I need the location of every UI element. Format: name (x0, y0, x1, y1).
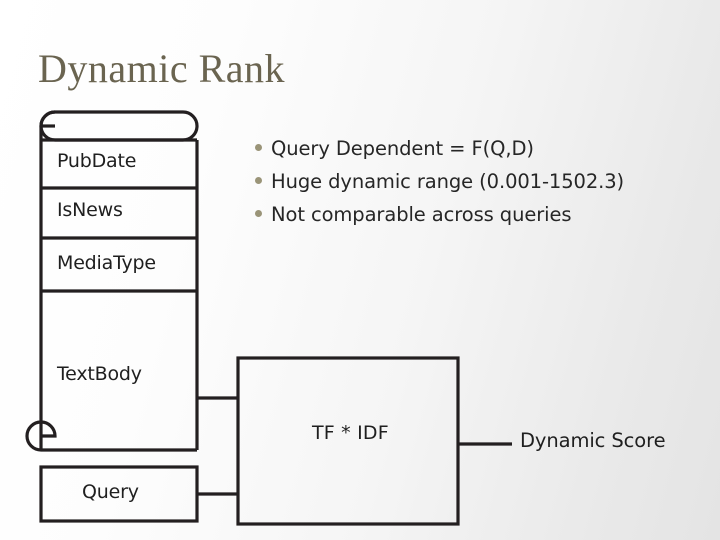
document-field-isnews: IsNews (57, 199, 123, 221)
output-label-dynamic-score: Dynamic Score (520, 429, 666, 452)
document-top-curl-outer (39, 110, 199, 142)
document-field-textbody: TextBody (57, 363, 142, 385)
bullet-dot-icon (255, 144, 262, 151)
document-field-pubdate: PubDate (57, 150, 137, 172)
bullet-text: Query Dependent = F(Q,D) (271, 137, 534, 160)
list-item: Huge dynamic range (0.001-1502.3) (255, 169, 705, 195)
page-title: Dynamic Rank (38, 46, 286, 91)
document-bottom-curl (25, 420, 197, 452)
bullet-text: Huge dynamic range (0.001-1502.3) (271, 170, 625, 193)
list-item: Not comparable across queries (255, 202, 705, 228)
process-box-label: TF * IDF (312, 422, 389, 444)
bullet-list: Query Dependent = F(Q,D) Huge dynamic ra… (255, 136, 705, 235)
bullet-dot-icon (255, 177, 262, 184)
process-box-outline (236, 356, 460, 526)
list-item: Query Dependent = F(Q,D) (255, 136, 705, 162)
bullet-dot-icon (255, 210, 262, 217)
bullet-text: Not comparable across queries (271, 203, 572, 226)
document-field-mediatype: MediaType (57, 252, 156, 274)
query-box-label: Query (82, 481, 139, 503)
